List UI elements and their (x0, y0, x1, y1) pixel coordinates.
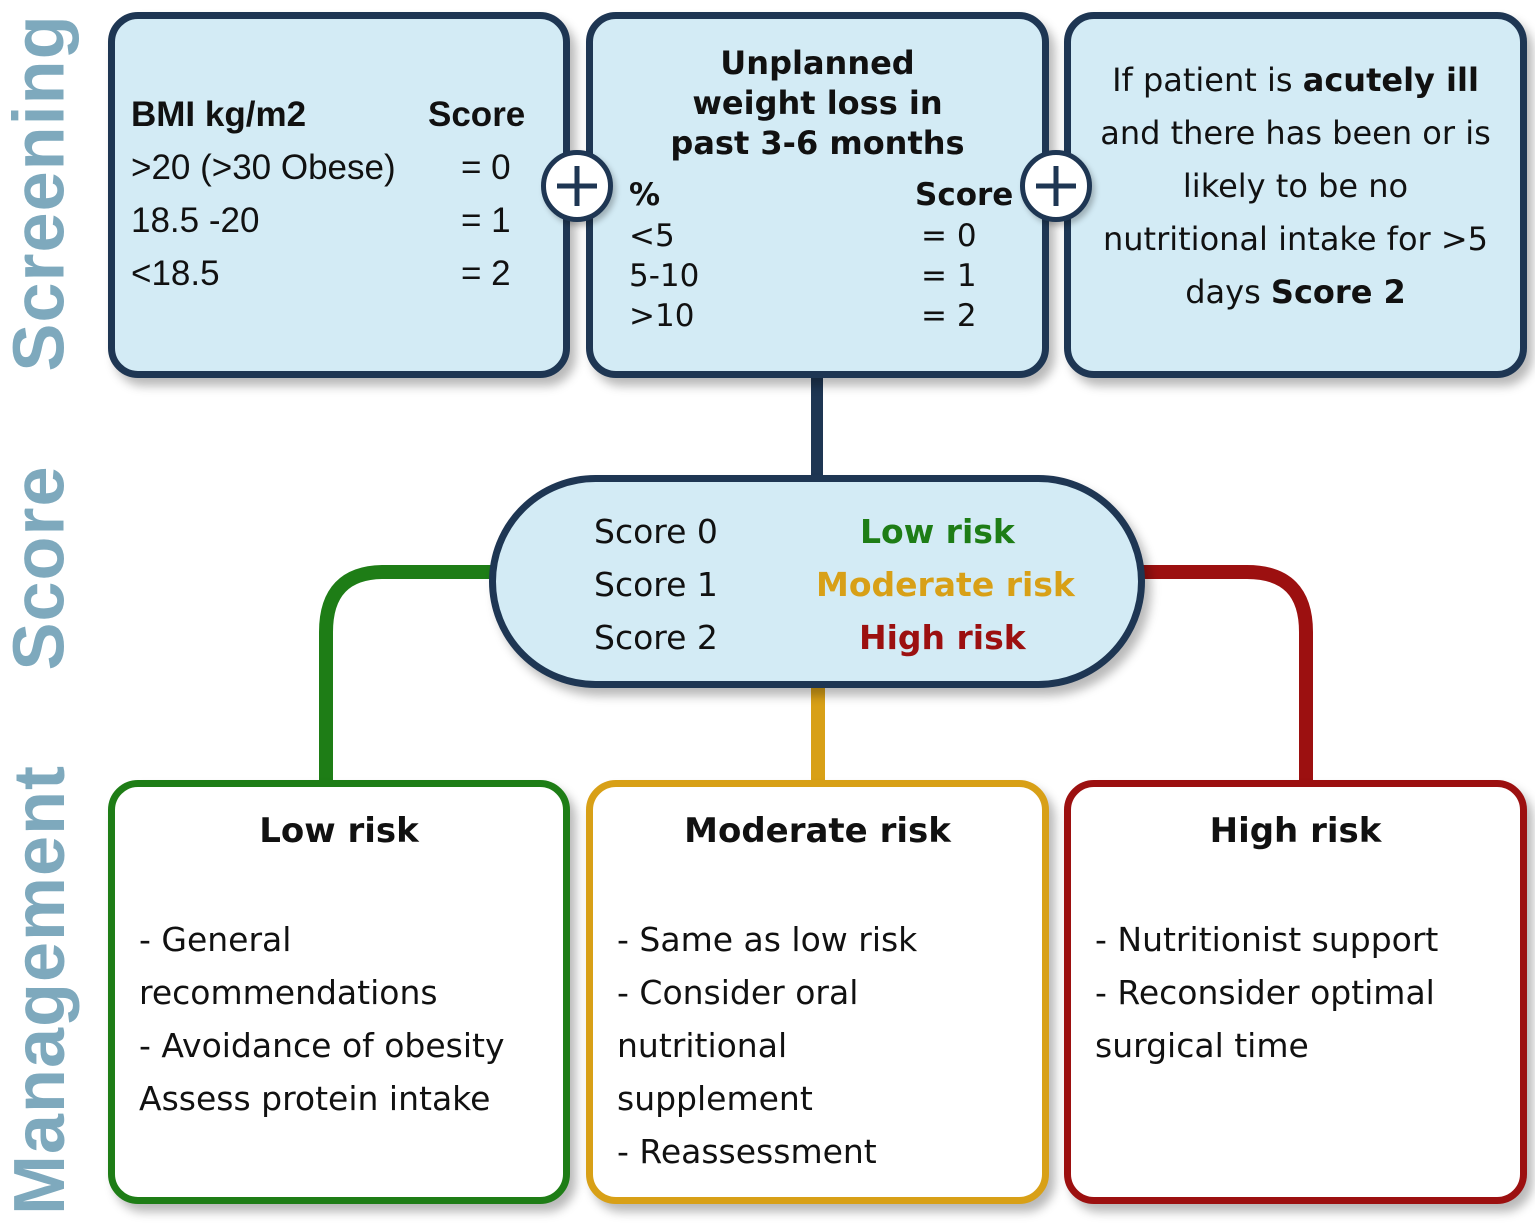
management-low-risk-line-3: Assess protein intake (139, 1079, 491, 1118)
acute-illness-box: If patient is acutely ill and there has … (1064, 12, 1527, 378)
weight-loss-row-0-score: = 0 (921, 218, 977, 254)
bmi-row-1-score: = 1 (461, 201, 511, 240)
management-moderate-risk-line-2: nutritional (617, 1026, 788, 1065)
plus-icon-2 (1020, 150, 1092, 222)
bmi-row-1-range: 18.5 -20 (131, 201, 260, 240)
bmi-row-0-score: = 0 (461, 148, 511, 187)
acute-line-4: nutritional intake for >5 (1102, 220, 1489, 258)
management-low-risk-list: - General recommendations - Avoidance of… (139, 913, 505, 1125)
acute-line-3: likely to be no (1182, 167, 1409, 205)
management-low-risk-line-2: - Avoidance of obesity (139, 1026, 505, 1065)
management-moderate-risk-line-4: - Reassessment (617, 1132, 877, 1171)
bmi-row-0-range: >20 (>30 Obese) (131, 148, 396, 187)
bmi-row-2-range: <18.5 (131, 254, 220, 293)
weight-loss-row-0-range: <5 (629, 218, 675, 254)
management-high-risk-title: High risk (1209, 811, 1382, 851)
weight-loss-box: Unplanned weight loss in past 3-6 months… (586, 12, 1049, 378)
management-high-risk-line-2: surgical time (1095, 1026, 1309, 1065)
acute-line-1-prefix: If patient is (1112, 61, 1303, 99)
score-row-1-score: Score 1 (594, 565, 718, 604)
acute-line-5-prefix: days (1185, 273, 1271, 311)
bmi-row-2-score: = 2 (461, 254, 511, 293)
management-high-risk-line-1: - Reconsider optimal (1095, 973, 1435, 1012)
score-row-1-risk: Moderate risk (816, 565, 1075, 604)
management-high-risk-box: High risk - Nutritionist support - Recon… (1064, 780, 1527, 1204)
bmi-header-right: Score (428, 95, 526, 134)
weight-loss-row-1-range: 5-10 (629, 258, 700, 294)
acute-line-1: If patient is acutely ill (1071, 54, 1520, 107)
management-low-risk-title: Low risk (259, 811, 419, 851)
weight-loss-row-2-range: >10 (629, 298, 695, 334)
bmi-header-left: BMI kg/m2 (131, 95, 307, 134)
acute-line-5-bold: Score 2 (1270, 273, 1406, 311)
weight-loss-header-left: % (629, 177, 661, 213)
score-row-0-score: Score 0 (594, 512, 718, 551)
acute-line-5: days Score 2 (1071, 266, 1520, 319)
connector-low (319, 565, 493, 784)
weight-loss-row-2-score: = 2 (921, 298, 977, 334)
management-moderate-risk-list: - Same as low risk - Consider oral nutri… (617, 913, 917, 1178)
bmi-box: BMI kg/m2 Score >20 (>30 Obese) = 0 18.5… (108, 12, 570, 378)
weight-loss-header-right: Score (915, 177, 1014, 213)
plus-icon-1 (541, 150, 613, 222)
management-low-risk-box: Low risk - General recommendations - Avo… (108, 780, 570, 1204)
weight-loss-row-1-score: = 1 (921, 258, 977, 294)
acute-illness-text: If patient is acutely ill and there has … (1071, 54, 1520, 319)
management-low-risk-line-0: - General (139, 920, 292, 959)
management-moderate-risk-box: Moderate risk - Same as low risk - Consi… (586, 780, 1049, 1204)
management-moderate-risk-line-1: - Consider oral (617, 973, 859, 1012)
score-row-2-score: Score 2 (594, 618, 718, 657)
management-high-risk-line-0: - Nutritionist support (1095, 920, 1439, 959)
acute-line-1-bold: acutely ill (1302, 61, 1479, 99)
management-moderate-risk-line-0: - Same as low risk (617, 920, 918, 959)
management-high-risk-list: - Nutritionist support - Reconsider opti… (1095, 913, 1438, 1072)
score-pill: Score 0 Low risk Score 1 Moderate risk S… (489, 475, 1145, 688)
management-moderate-risk-title: Moderate risk (684, 811, 951, 851)
acute-line-2: and there has been or is (1100, 114, 1491, 152)
weight-loss-title: Unplanned weight loss in past 3-6 months (593, 43, 1042, 163)
weight-loss-title-line-0: Unplanned (720, 44, 915, 82)
connector-high (1140, 565, 1313, 784)
score-row-0-risk: Low risk (860, 512, 1015, 551)
score-row-2-risk: High risk (859, 618, 1026, 657)
management-moderate-risk-line-3: supplement (617, 1079, 813, 1118)
management-low-risk-line-1: recommendations (139, 973, 438, 1012)
weight-loss-title-line-2: past 3-6 months (670, 124, 965, 162)
weight-loss-title-line-1: weight loss in (692, 84, 943, 122)
